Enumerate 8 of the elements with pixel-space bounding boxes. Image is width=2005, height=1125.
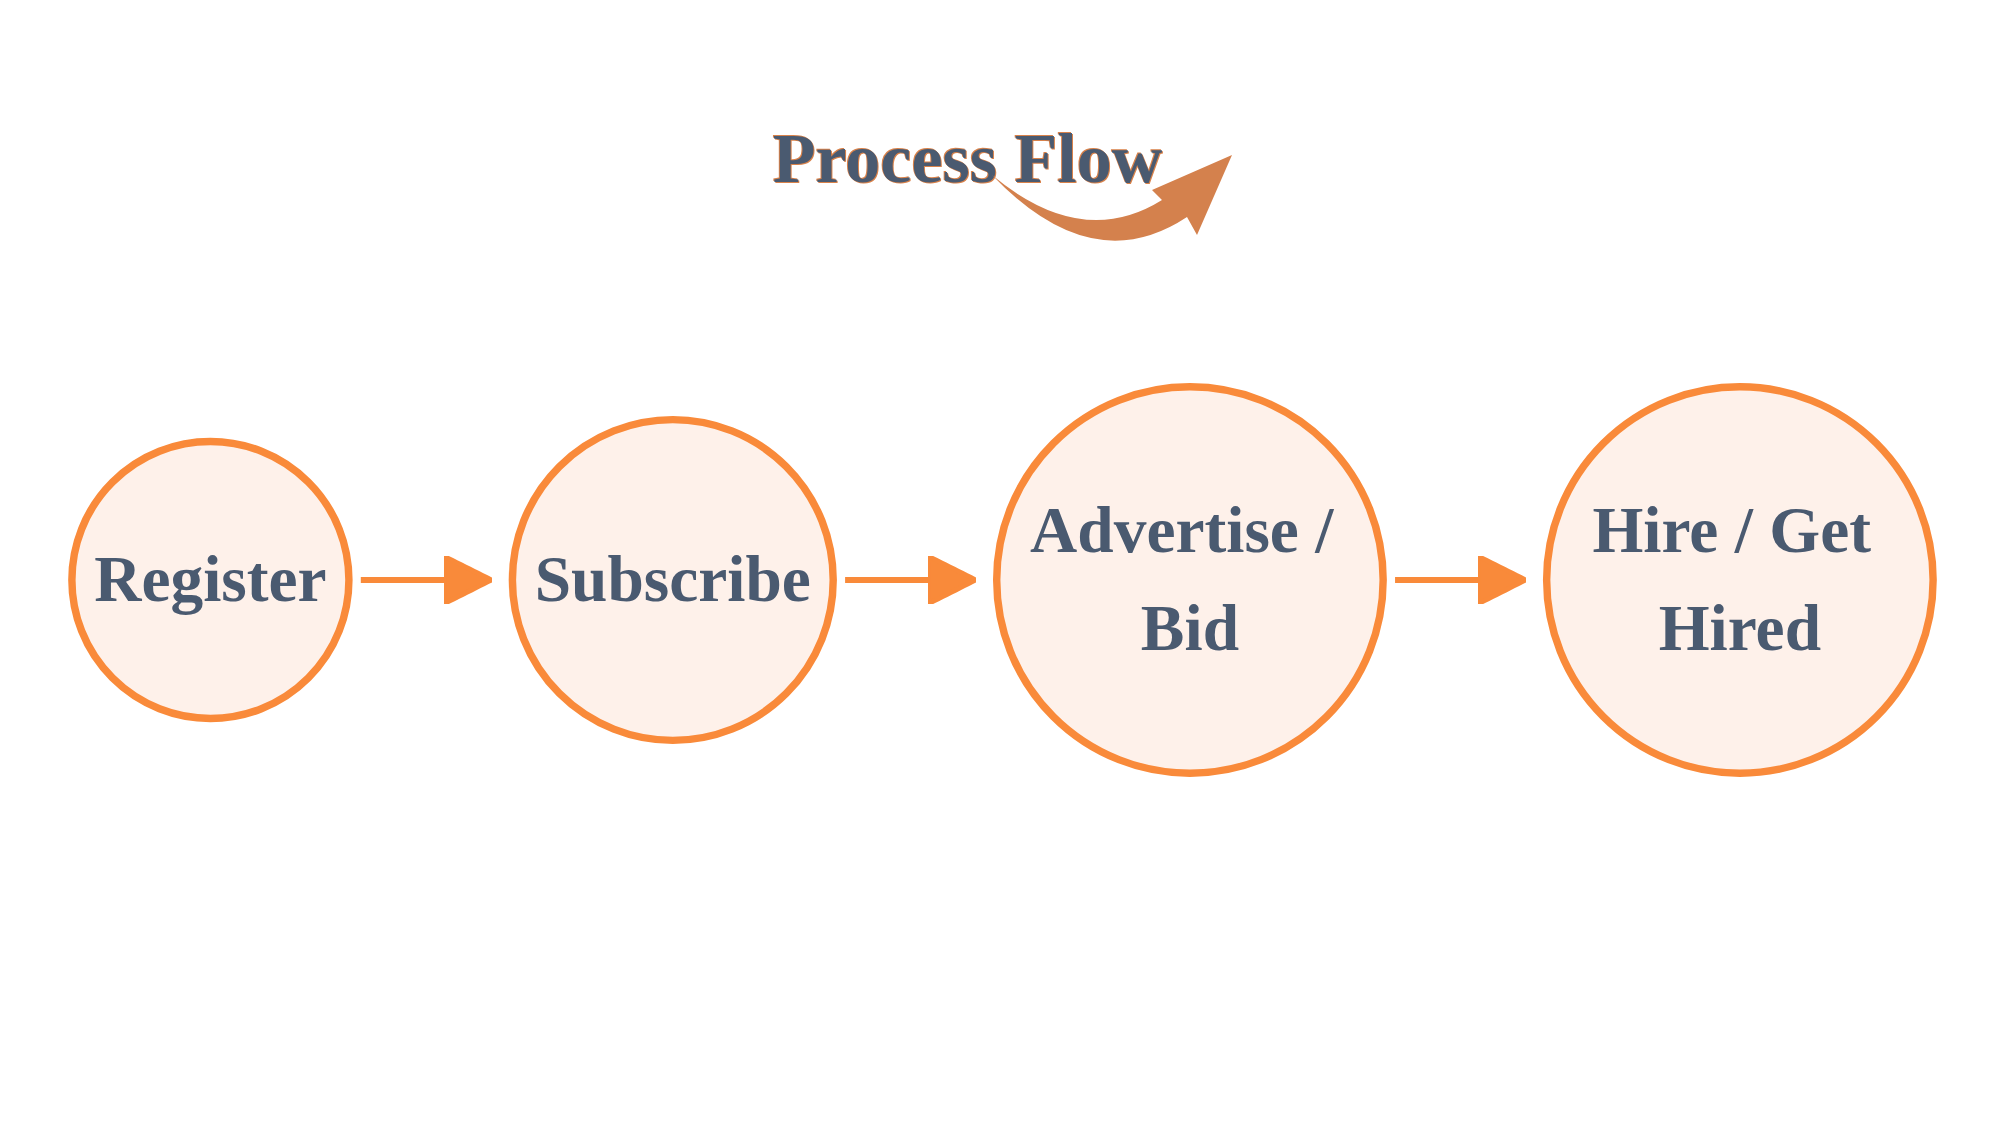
title: Process Flow (772, 120, 1163, 197)
arrow (845, 553, 979, 607)
arrow (360, 553, 494, 607)
step-circle: Subscribe (508, 415, 837, 745)
step-circle: Register (68, 437, 353, 723)
arrow (1395, 553, 1529, 607)
step-circle: Advertise / Bid (993, 383, 1387, 777)
step-circle: Hire / Get Hired (1542, 383, 1937, 777)
